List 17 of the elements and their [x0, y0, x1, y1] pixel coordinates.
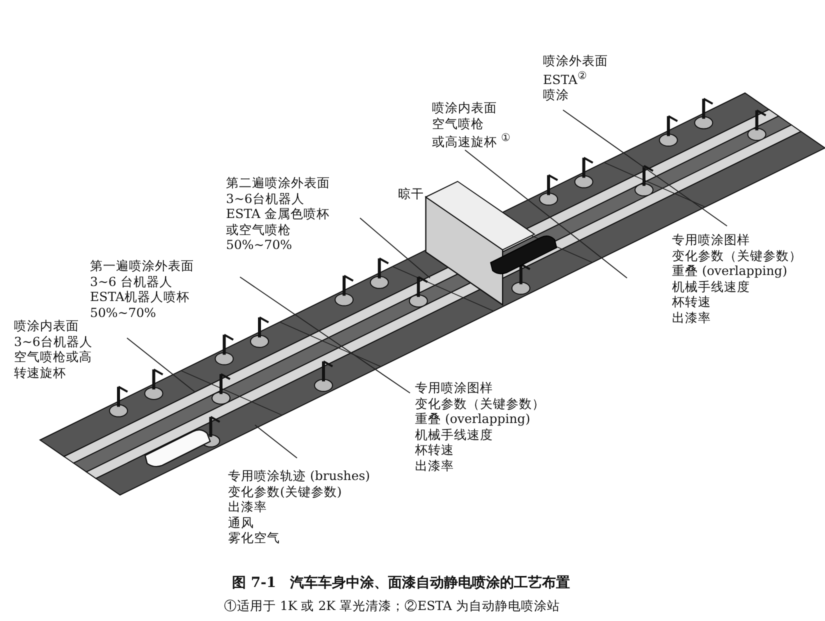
- annotation-text: 第二遍喷涂外表面 3~6台机器人 ESTA 金属色喷杯或空气喷枪 50%~70%: [226, 175, 342, 252]
- leader-line: [254, 424, 298, 458]
- booth-label: 晾干: [398, 186, 424, 203]
- annotation-text: 专用喷涂图样 变化参数（关键参数） 重叠 (overlapping) 机械手线速度 杯转速 出漆率: [672, 232, 802, 325]
- leader-line: [240, 276, 410, 394]
- leader-line: [360, 218, 430, 278]
- annotation-text: 专用喷涂轨迹 (brushes) 变化参数(关键参数) 出漆率 通风 雾化空气: [228, 468, 370, 546]
- annotation-text: 专用喷涂图样 变化参数（关键参数） 重叠 (overlapping) 机械手线速度 杯转速 出漆率: [415, 380, 545, 473]
- annotation-text: 喷涂内表面 空气喷枪 或高速旋杯 $^{①}$: [432, 100, 510, 150]
- annotation-text: 喷涂外表面 ESTA$^{②}$ 喷涂: [543, 53, 608, 103]
- leader-line: [126, 338, 196, 392]
- figure-title: 图 7-1 汽车车身中涂、面漆自动静电喷涂的工艺布置: [232, 574, 570, 592]
- figure-caption: ①适用于 1K 或 2K 罩光清漆；②ESTA 为自动静电喷涂站: [224, 598, 560, 615]
- annotation-text: 喷涂内表面 3~6台机器人 空气喷枪或高转速旋杯: [14, 318, 93, 380]
- leader-line: [464, 150, 628, 278]
- annotation-text: 第一遍喷涂外表面 3~6 台机器人 ESTA机器人喷杯 50%~70%: [90, 258, 194, 320]
- leader-line: [562, 110, 728, 226]
